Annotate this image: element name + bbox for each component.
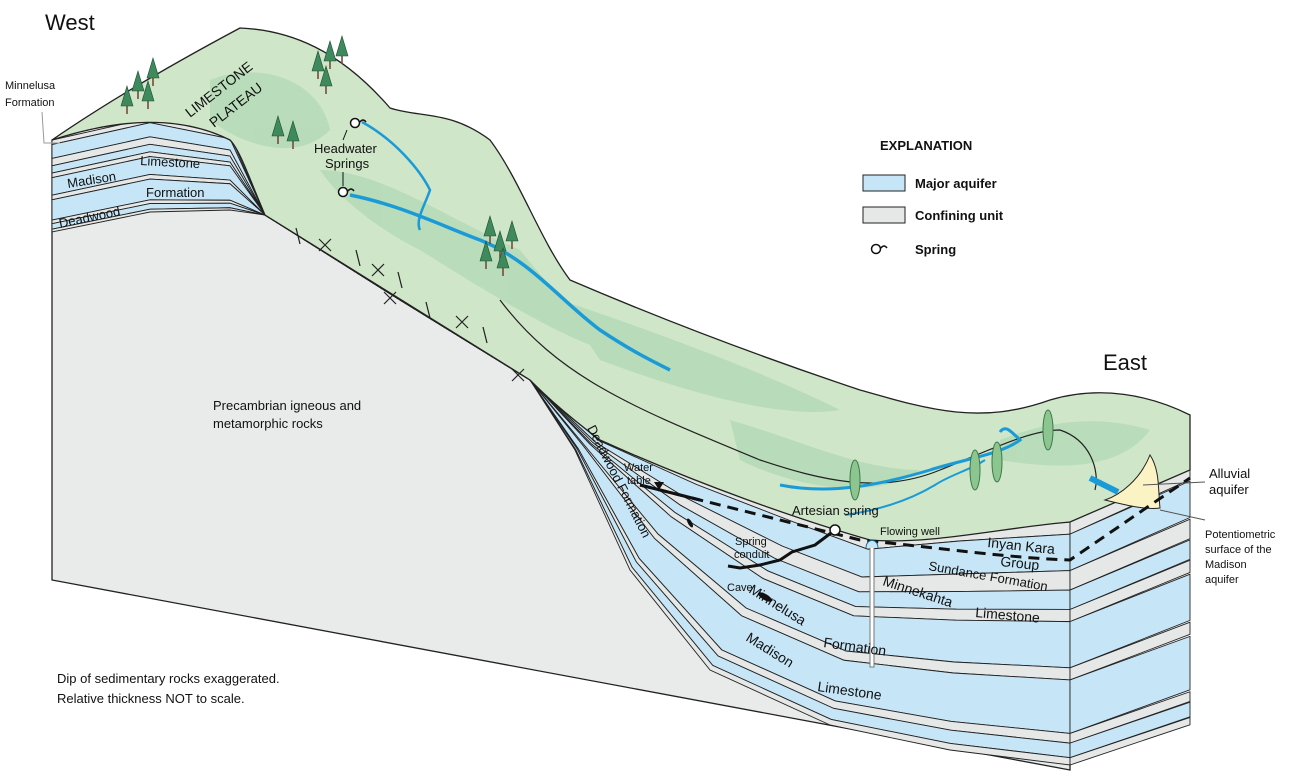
label-water-table-1: Water [624, 462, 653, 474]
confining-layer-side [1069, 716, 1191, 766]
tree-icon [505, 219, 519, 249]
legend-title: EXPLANATION [880, 138, 972, 153]
cave [686, 518, 694, 528]
tree-icon [496, 246, 510, 276]
label-alluvial-2: aquifer [1209, 482, 1249, 497]
artesian-stream [844, 459, 986, 516]
tree-icon [311, 49, 325, 79]
tree-icon [286, 119, 300, 149]
terrain-shading [210, 72, 1150, 489]
label-headwater-springs-1: Headwater [314, 141, 378, 156]
spring-icon [829, 524, 841, 536]
label-precambrian-1: Precambrian igneous and [213, 398, 361, 413]
fault-mark [355, 249, 361, 267]
tree-icon [323, 39, 337, 69]
poplar-tree-icon [849, 459, 861, 501]
spring-icon [349, 117, 367, 129]
legend-label-confining: Confining unit [915, 208, 1004, 223]
tree-icon [483, 214, 497, 244]
label-potentiometric-4: aquifer [1205, 574, 1239, 586]
label-water-table-2: table [627, 475, 651, 487]
leader-line [1159, 509, 1206, 521]
tree-icon [141, 79, 155, 109]
fault-mark [318, 238, 332, 252]
label-flowing-well: Flowing well [880, 526, 940, 538]
label-inyan-kara-2: Group [1000, 553, 1041, 573]
tree-icon [271, 114, 285, 144]
tree-icon [131, 69, 145, 99]
fault-mark [482, 326, 488, 344]
legend-label-spring: Spring [915, 242, 956, 257]
confining-layer-side [1069, 518, 1191, 591]
confining-layer-side [1069, 691, 1191, 744]
label-minnelusa-west-1: Minnelusa [5, 80, 56, 92]
label-spring-conduit-2: conduit [734, 549, 769, 561]
cave [757, 592, 773, 602]
tree-icon [335, 34, 349, 64]
aquifer-layer-side [1069, 539, 1191, 611]
alluvial-aquifer-deposit [1103, 453, 1161, 509]
explanation-legend: EXPLANATION Major aquifer Confining unit… [862, 138, 1004, 257]
label-inyan-kara-1: Inyan Kara [987, 534, 1056, 557]
headwater-stream-upper [361, 120, 432, 231]
label-potentiometric-1: Potentiometric [1205, 529, 1276, 541]
fault-mark [425, 301, 431, 319]
water-table-symbol [654, 482, 664, 490]
potentiometric-surface-line [639, 476, 1191, 562]
label-formation-west: Formation [146, 185, 205, 200]
headwater-stream [349, 193, 671, 372]
poplar-tree-icon [1042, 409, 1054, 451]
spring-conduit [727, 528, 836, 570]
confining-layer-side [1069, 559, 1191, 623]
tree-icon [479, 239, 493, 269]
label-artesian-spring: Artesian spring [792, 503, 879, 518]
direction-west: West [45, 10, 95, 35]
label-headwater-springs-2: Springs [325, 156, 370, 171]
aquifer-layer-side [1069, 701, 1191, 759]
fault-marks [295, 227, 525, 382]
terrain-surface [51, 27, 1191, 542]
poplar-tree-icon [969, 449, 981, 491]
fault-mark [397, 271, 403, 289]
aquifer-layer-side [1069, 573, 1191, 669]
confining-swatch [862, 206, 906, 224]
label-potentiometric-2: surface of the [1205, 544, 1272, 556]
fault-mark [295, 227, 301, 245]
leader-line [41, 111, 60, 144]
tree-icon [120, 84, 134, 114]
fault-mark [511, 368, 525, 382]
label-limestone-west: Limestone [140, 153, 201, 171]
label-precambrian-2: metamorphic rocks [213, 416, 323, 431]
fault-mark [371, 263, 385, 277]
flowing-well-spout [865, 540, 879, 549]
legend-label-aquifer: Major aquifer [915, 176, 997, 191]
label-potentiometric-3: Madison [1205, 559, 1247, 571]
label-alluvial-1: Alluvial [1209, 466, 1250, 481]
fault-mark [455, 315, 469, 329]
water-table-line [639, 483, 701, 502]
aquifer-layer-side [1069, 635, 1191, 735]
spring-icon [337, 186, 355, 198]
label-minnelusa-west-2: Formation [5, 97, 55, 109]
note-dip-exaggerated: Dip of sedimentary rocks exaggerated. [57, 671, 280, 686]
direction-east: East [1103, 350, 1147, 375]
label-cave: Cave [727, 582, 753, 594]
leader-line [1142, 481, 1206, 486]
fault-mark [383, 291, 397, 305]
leader-line [342, 129, 348, 141]
tree-icon [493, 229, 507, 259]
tree-icon [146, 56, 160, 86]
tree-icon [319, 64, 333, 94]
aquifer-swatch [862, 174, 906, 192]
trees [120, 34, 1054, 501]
note-thickness-not-to-scale: Relative thickness NOT to scale. [57, 691, 245, 706]
poplar-tree-icon [991, 441, 1003, 483]
valley-river [779, 427, 1023, 491]
label-spring-conduit-1: Spring [735, 536, 767, 548]
confining-layer-side [1069, 621, 1191, 681]
label-minnekahta-limestone: Limestone [975, 604, 1041, 626]
spring-icon [870, 243, 888, 255]
east-river [1088, 475, 1120, 495]
